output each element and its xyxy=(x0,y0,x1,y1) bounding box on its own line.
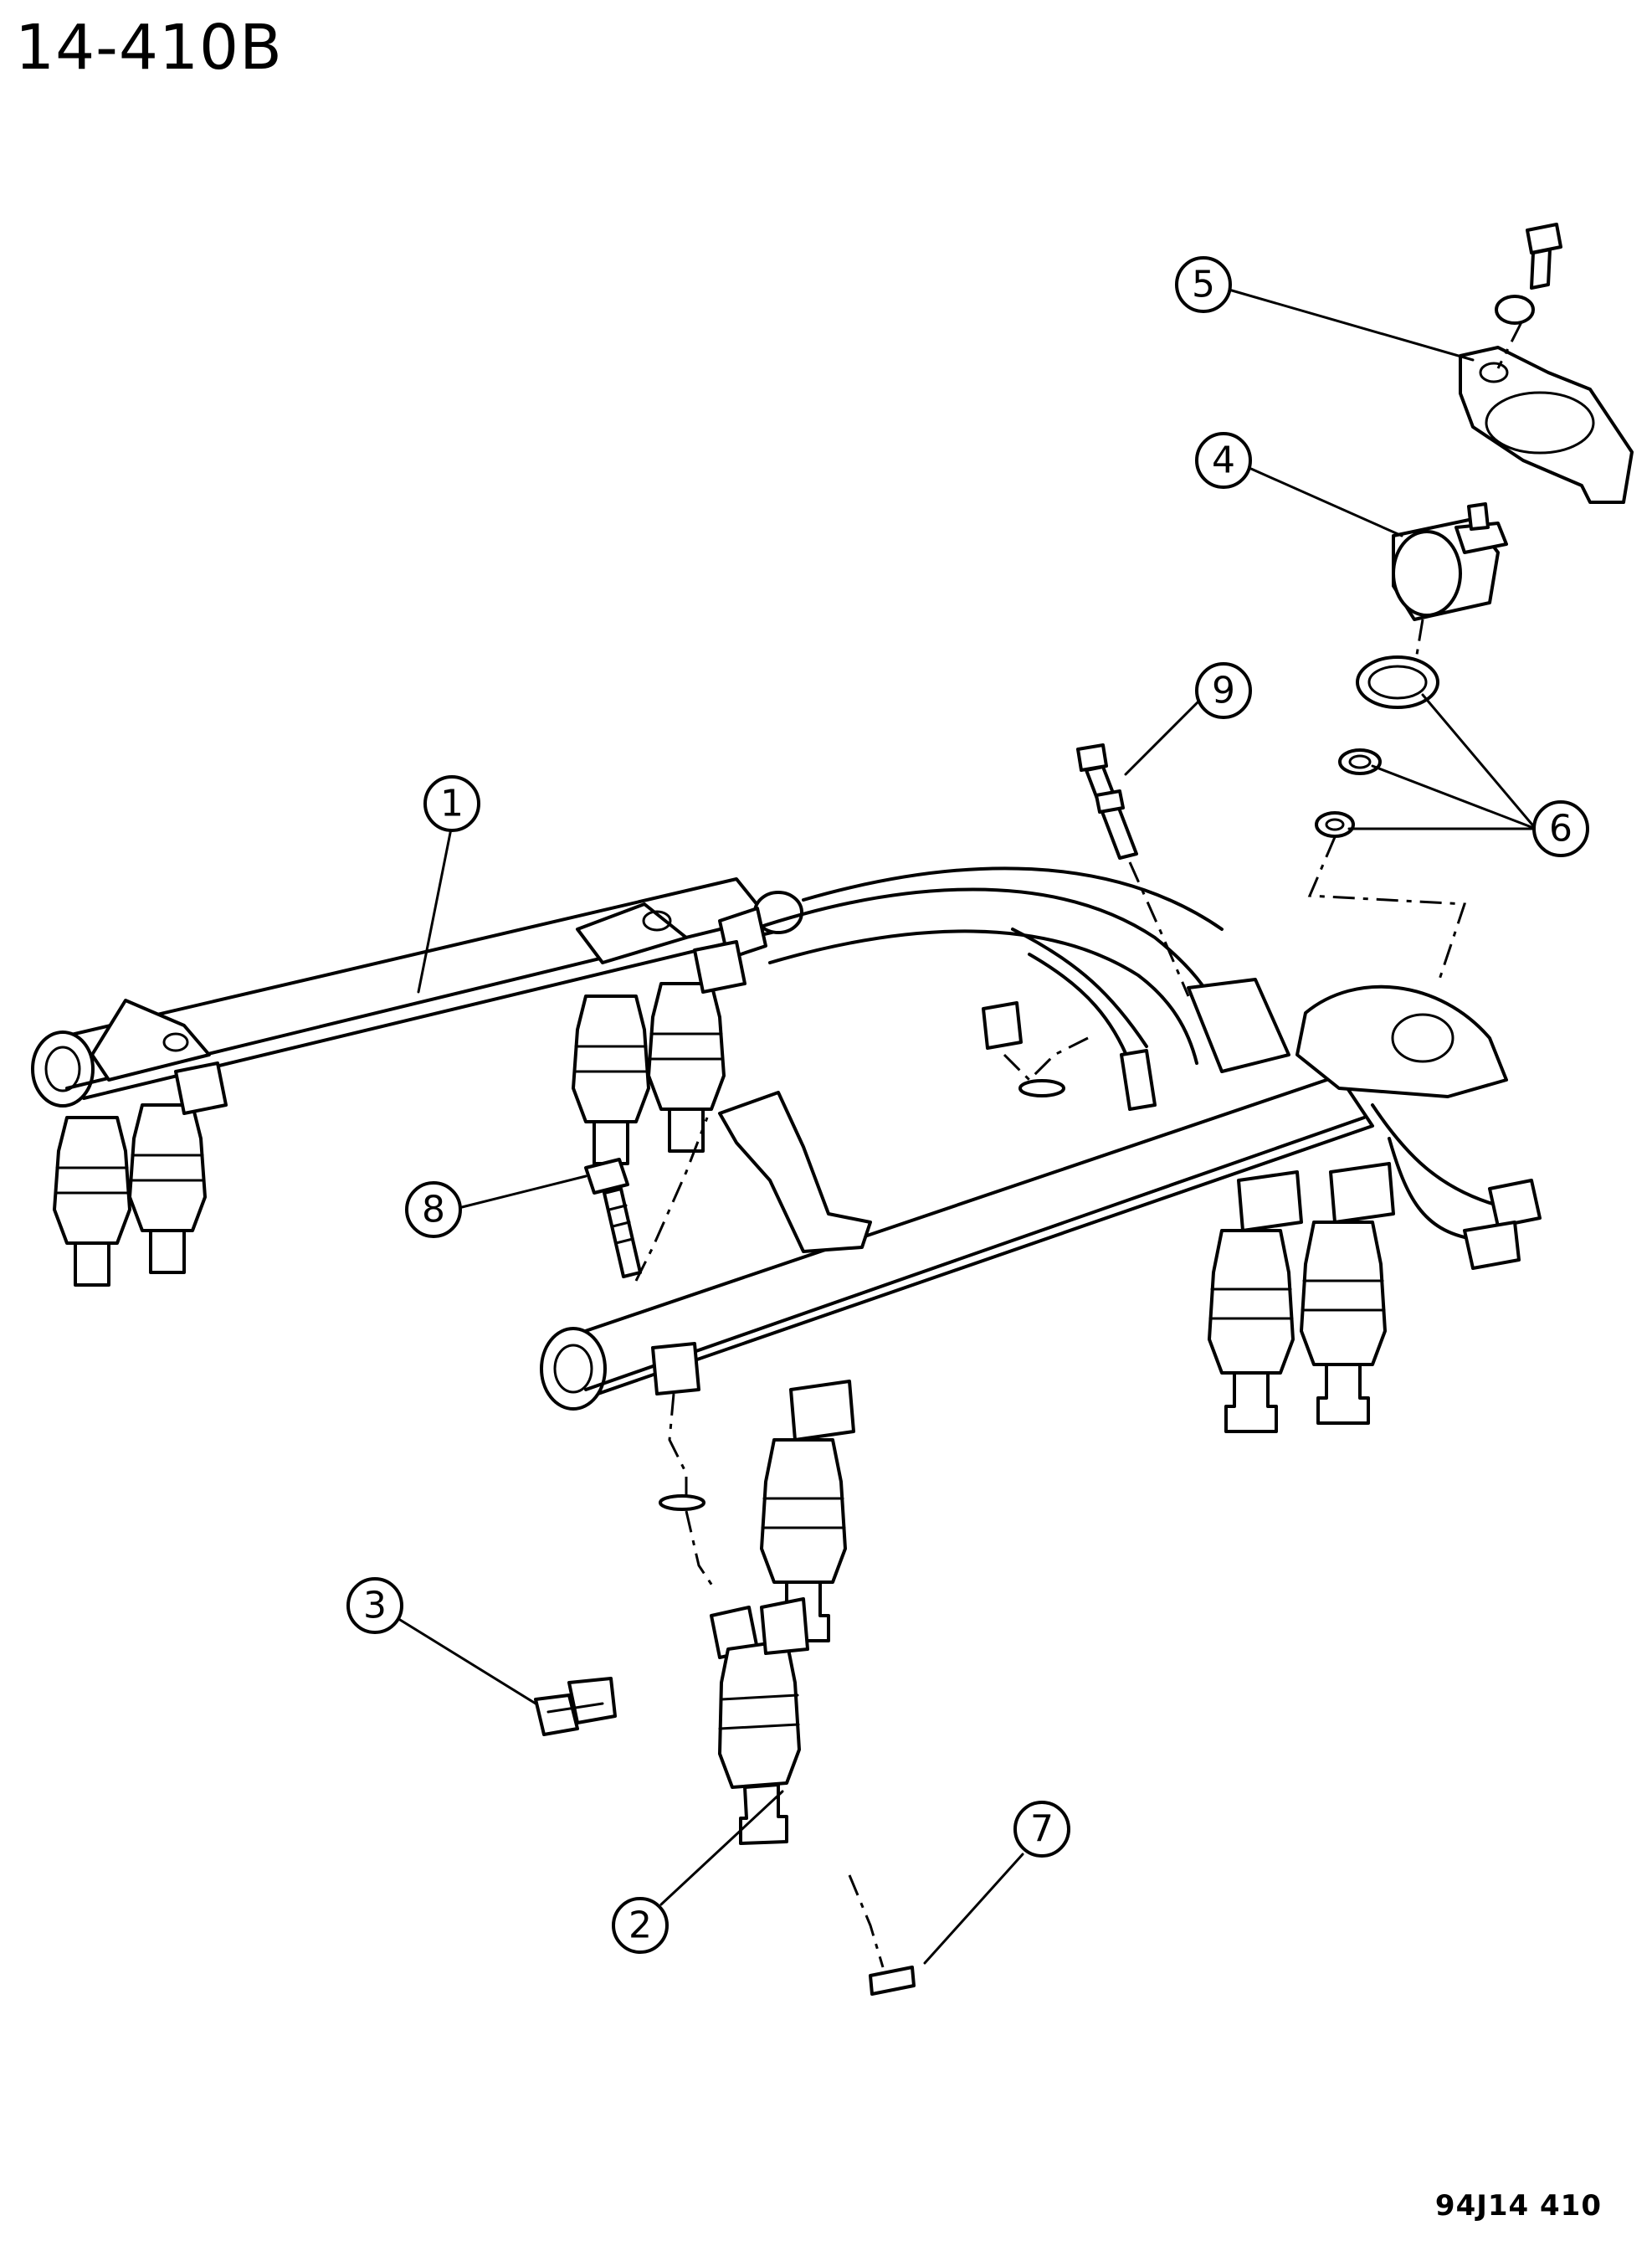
fuel-rail-lower xyxy=(540,978,1542,1411)
mounting-stud xyxy=(982,743,1190,1111)
svg-text:6: 6 xyxy=(1549,808,1572,851)
rail-mounting-bolt xyxy=(584,1117,709,1282)
svg-text:8: 8 xyxy=(422,1189,445,1231)
injectors-lower-rail xyxy=(760,1162,1395,1642)
svg-text:7: 7 xyxy=(1030,1808,1054,1851)
o-rings xyxy=(1307,655,1467,980)
svg-text:9: 9 xyxy=(1212,670,1235,712)
svg-text:4: 4 xyxy=(1212,439,1235,482)
page-title: 14-410B xyxy=(15,12,283,84)
callout-1: 1 xyxy=(423,775,480,832)
callout-3: 3 xyxy=(346,1577,403,1634)
callout-5: 5 xyxy=(1175,256,1232,313)
svg-text:3: 3 xyxy=(363,1585,387,1627)
callout-leaders xyxy=(398,287,1537,1965)
injector-clip xyxy=(534,1677,617,1736)
reference-code: 94J14 410 xyxy=(1434,2189,1602,2223)
callout-7: 7 xyxy=(1013,1801,1070,1858)
injectors-upper-rail xyxy=(53,940,746,1287)
callout-6: 6 xyxy=(1532,800,1589,857)
callout-9: 9 xyxy=(1195,662,1252,719)
fuel-pressure-regulator xyxy=(1392,502,1508,671)
fuel-rail-upper xyxy=(31,877,803,1108)
callout-4: 4 xyxy=(1195,432,1252,489)
svg-text:1: 1 xyxy=(440,783,464,825)
callout-2: 2 xyxy=(612,1897,669,1954)
svg-text:2: 2 xyxy=(628,1904,652,1947)
svg-text:5: 5 xyxy=(1192,264,1215,306)
fuel-injector-exploded xyxy=(651,1342,916,1996)
callout-8: 8 xyxy=(405,1181,462,1238)
regulator-retainer-bracket xyxy=(1459,223,1634,504)
